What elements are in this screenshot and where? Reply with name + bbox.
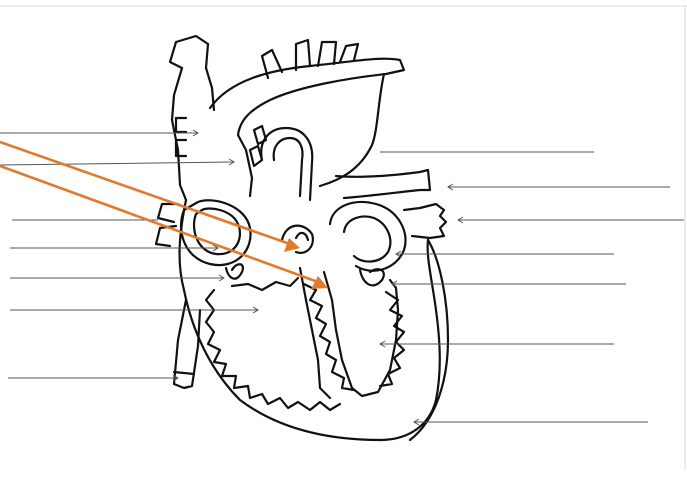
right-leader-arrowheads <box>380 184 463 425</box>
inferior-vena-cava <box>174 300 200 388</box>
pulmonary-vein-lower <box>404 204 446 238</box>
vessel-rings <box>250 126 266 166</box>
highlight-arrowhead-1 <box>284 238 300 252</box>
superior-vena-cava <box>172 68 186 200</box>
ascending-aorta <box>238 135 252 196</box>
highlight-arrow-2 <box>0 166 318 282</box>
tricuspid-valve <box>226 264 243 278</box>
highlight-arrowheads <box>284 238 328 289</box>
left-atrium <box>330 202 406 271</box>
aortic-arch <box>210 59 404 135</box>
subclavian-branch <box>318 42 336 66</box>
frame <box>0 6 687 470</box>
leader-line-left-2 <box>0 162 234 165</box>
right-leader-lines <box>380 152 684 422</box>
left-leader-lines <box>0 133 258 378</box>
pulmonary-vein-upper <box>336 170 430 198</box>
mitral-valve <box>360 269 384 285</box>
